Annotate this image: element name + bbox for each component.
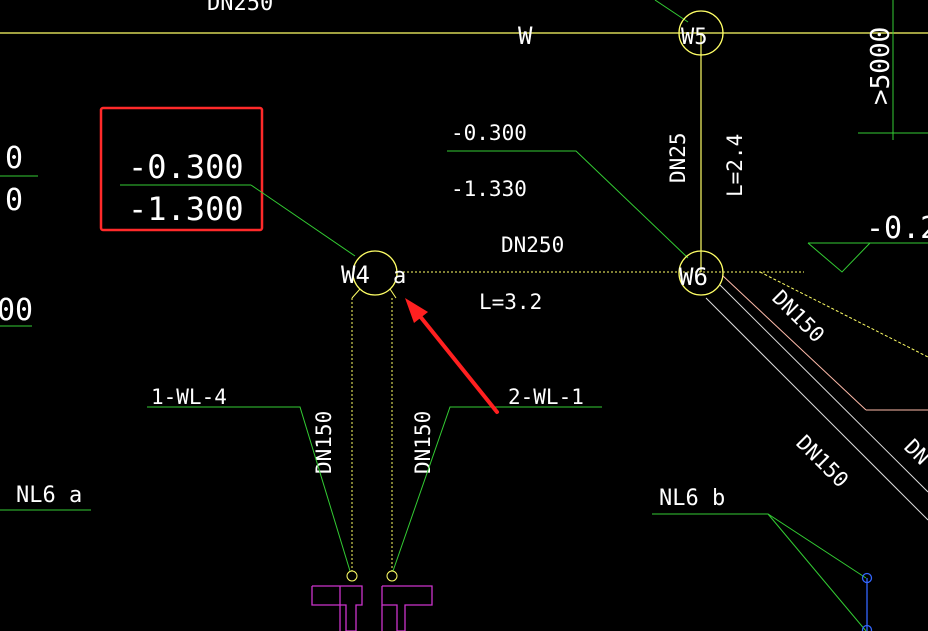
highlight-box[interactable] bbox=[99, 106, 264, 232]
dn150-diag-label-2: DN150 bbox=[791, 431, 853, 493]
l24-label: L=2.4 bbox=[723, 134, 747, 197]
nl6b-leader-2 bbox=[767, 513, 867, 631]
w6-node[interactable] bbox=[678, 250, 724, 296]
l32-label: L=3.2 bbox=[479, 290, 542, 314]
w6-label: W6 bbox=[679, 263, 708, 291]
highlight-bottom-value: -1.300 bbox=[128, 190, 244, 228]
fixture-right bbox=[381, 585, 433, 631]
w5-diagonal-line bbox=[654, 0, 689, 23]
dn150-vert-left-label: DN150 bbox=[312, 411, 336, 474]
wl-left-label: 1-WL-4 bbox=[151, 385, 227, 409]
elev-right-leader bbox=[447, 150, 689, 259]
nl6b-blue-node[interactable] bbox=[861, 572, 873, 584]
wl-right-leader bbox=[392, 406, 602, 572]
dn150-pipe-white-2 bbox=[719, 284, 928, 493]
dn150-pipe-yellow bbox=[759, 271, 928, 358]
dn150-diag-label-3: DN bbox=[899, 435, 928, 470]
right-dim-label: >5000 bbox=[866, 27, 896, 105]
right-elev-triangle bbox=[807, 242, 871, 273]
w4-stub-right bbox=[389, 288, 397, 299]
highlight-top-value: -0.300 bbox=[128, 148, 244, 186]
w4-label: W4 bbox=[341, 261, 370, 289]
w5-label: W5 bbox=[681, 25, 708, 50]
w4-suffix-label: a bbox=[393, 264, 406, 289]
fixture-left bbox=[311, 585, 363, 631]
dn150-vert-right-label: DN150 bbox=[411, 411, 435, 474]
w5-node[interactable] bbox=[678, 10, 724, 56]
dn150-pipe-pink bbox=[722, 275, 867, 411]
red-arrow-shaft bbox=[413, 308, 499, 414]
elev-right-bottom: -1.330 bbox=[451, 177, 527, 201]
nl6b-label: NL6 b bbox=[659, 486, 725, 511]
nl6b-blue-node-2[interactable] bbox=[861, 624, 873, 631]
red-arrow-head bbox=[405, 298, 428, 323]
pipe-end-left[interactable] bbox=[346, 570, 358, 582]
left-edge-label-2: 0 bbox=[5, 183, 23, 218]
left-edge-label-1: 0 bbox=[5, 141, 23, 176]
nl6b-leader bbox=[652, 513, 867, 579]
w-line-label: W bbox=[518, 22, 533, 50]
wl-left-leader bbox=[147, 406, 351, 572]
left-edge-label-3: 00 bbox=[0, 293, 33, 328]
wl-right-label: 2-WL-1 bbox=[508, 385, 584, 409]
right-elev-label: -0.2 bbox=[866, 211, 928, 246]
dn250-top-label: DN250 bbox=[207, 0, 273, 16]
highlight-leader bbox=[250, 184, 356, 257]
elev-right-top: -0.300 bbox=[451, 121, 527, 145]
w4-node[interactable] bbox=[352, 250, 398, 296]
dn250-mid-label: DN250 bbox=[501, 233, 564, 257]
dn150-diag-label-1: DN150 bbox=[767, 286, 829, 348]
dn150-pipe-white-1 bbox=[705, 297, 928, 521]
nl6a-label: NL6 a bbox=[16, 483, 82, 508]
w4-stub-left bbox=[351, 288, 361, 299]
dn25-label: DN25 bbox=[666, 132, 690, 183]
pipe-end-right[interactable] bbox=[386, 570, 398, 582]
